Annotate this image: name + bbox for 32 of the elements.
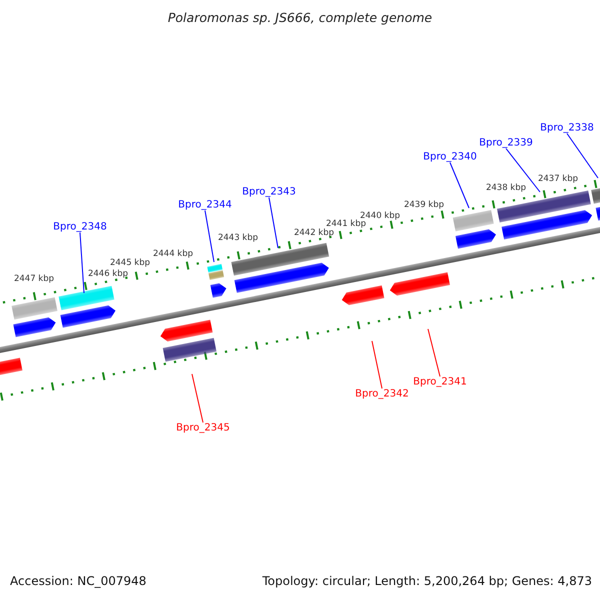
scale-label: 2444 kbp	[152, 249, 194, 259]
leader-line	[566, 133, 598, 178]
scale-label: 2443 kbp	[218, 233, 258, 243]
gene-label: Bpro_2339	[479, 138, 533, 148]
leader-line	[450, 162, 470, 208]
scale-label: 2446 kbp	[88, 269, 128, 279]
gene-label: Bpro_2348	[53, 222, 107, 232]
leader-line	[80, 232, 84, 294]
scale-label: 2437 kbp	[538, 174, 578, 184]
scale-label: 2438 kbp	[486, 183, 526, 193]
scale-label: 2440 kbp	[360, 211, 400, 221]
leader-line	[506, 148, 540, 192]
gene-label: Bpro_2345	[176, 422, 230, 434]
scale-label: 2439 kbp	[404, 200, 444, 210]
gene-label: Bpro_2344	[178, 200, 232, 210]
footer-note: Accession: NC_007948	[10, 574, 146, 588]
gene-label: Bpro_2343	[242, 186, 296, 198]
scale-label: 2442 kbp	[294, 228, 334, 238]
gene-label: Bpro_2341	[413, 376, 467, 388]
gene-label: Bpro_2338	[540, 122, 594, 134]
scale-label: 2441 kbp	[326, 219, 366, 229]
leader-line	[192, 374, 204, 423]
leader-line	[268, 197, 278, 248]
gene-label: Bpro_2342	[355, 388, 409, 400]
footer-note: Topology: circular; Length: 5,200,264 bp; Genes: 4,873	[262, 574, 592, 588]
leader-line	[372, 340, 382, 389]
scale-label: 2445 kbp	[110, 258, 150, 268]
leader-line	[204, 210, 214, 262]
gene-label: Bpro_2340	[423, 152, 477, 162]
leader-line	[428, 328, 440, 377]
diagram-title: Polaromonas sp. JS666, complete genome	[166, 10, 434, 25]
scale-label: 2447 kbp	[14, 274, 54, 284]
